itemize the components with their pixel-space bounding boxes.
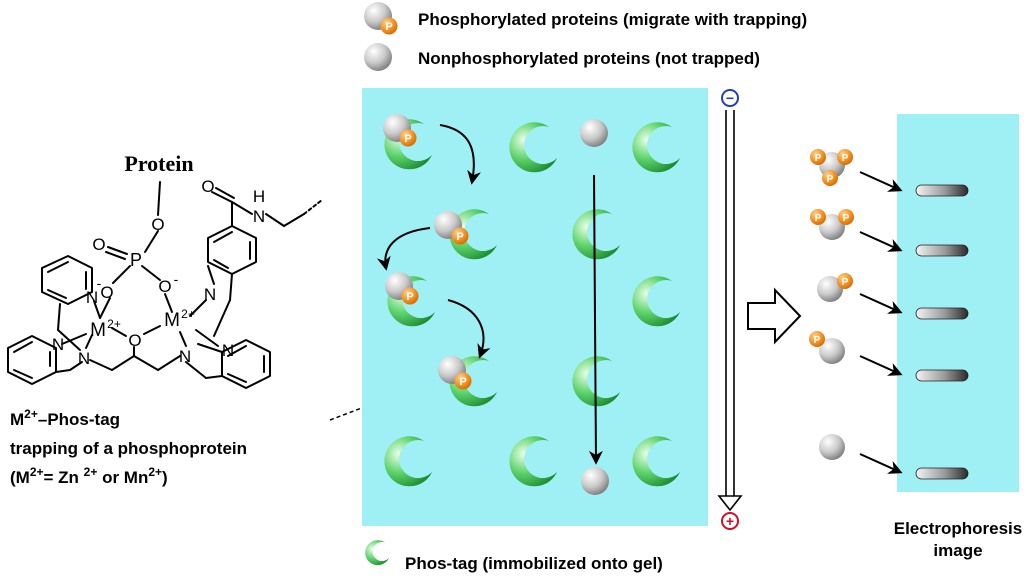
atom-nitrogen-pyridine-2: N <box>52 335 64 354</box>
result-pointer-arrows <box>859 171 903 474</box>
legend-phos-tag-icon <box>365 540 389 566</box>
double-phosphoprotein: P P <box>810 209 854 240</box>
svg-text:P: P <box>406 291 413 303</box>
phosphoprotein: P <box>385 272 419 305</box>
atom-oxygen-anion-right: O <box>158 277 171 296</box>
atom-nitrogen-amide: N <box>253 207 265 226</box>
phosphate-label: P <box>385 21 392 33</box>
svg-text:P: P <box>842 277 849 288</box>
atom-nitrogen-pyridine-3: N <box>204 285 216 304</box>
band <box>915 467 969 480</box>
phosphoprotein: P <box>383 114 417 147</box>
triple-phosphoprotein: P P P <box>810 149 853 186</box>
svg-text:P: P <box>404 133 411 145</box>
protein-label: Protein <box>124 151 193 176</box>
atom-nitrogen-pyridine-4: N <box>222 341 234 360</box>
metal-charge-left: 2+ <box>107 317 121 331</box>
structure-atom-labels: Protein O O P O - O - N M 2+ M 2+ O N N … <box>52 151 265 368</box>
legend-phos-tag-label: Phos-tag (immobilized onto gel) <box>405 554 663 573</box>
legend-nonphosphorylated-label: Nonphosphorylated proteins (not trapped) <box>418 49 760 68</box>
result-bands <box>915 184 969 480</box>
phos-tag-structure <box>7 181 323 389</box>
atom-metal-right: M <box>164 310 180 331</box>
gel-panel <box>362 88 708 526</box>
svg-text:P: P <box>815 213 822 224</box>
result-gel-panel <box>897 114 1019 492</box>
nonphosphoprotein-end <box>581 467 609 495</box>
caption-line-3: (M2+= Zn 2+ or Mn2+) <box>10 465 168 487</box>
trapping-arrows <box>376 124 491 359</box>
svg-text:P: P <box>842 153 849 164</box>
band <box>915 184 969 197</box>
atom-oxygen-amide: O <box>201 177 214 196</box>
atom-oxygen-anion-left: O <box>100 283 113 302</box>
legend: P Phosphorylated proteins (migrate with … <box>364 2 807 573</box>
result-label-line-2: image <box>933 541 982 560</box>
phosphoprotein: P <box>438 356 472 390</box>
negative-electrode-icon <box>721 89 739 107</box>
nonphosphoprotein-start <box>580 119 608 147</box>
band <box>915 369 969 382</box>
gel-nonphosphoproteins <box>580 119 609 495</box>
atom-oxygen-double: O <box>92 235 105 254</box>
legend-nonphosphorylated-protein-icon <box>364 43 392 71</box>
charge-minus-left: - <box>97 275 102 291</box>
charge-minus-right: - <box>174 271 179 287</box>
svg-text:P: P <box>456 231 463 243</box>
svg-text:P: P <box>814 335 821 346</box>
atom-nitrogen-pyridine-1: N <box>86 288 98 307</box>
atom-metal-left: M <box>90 320 106 341</box>
result-nonphosphoprotein <box>819 434 845 460</box>
legend-phosphorylated-protein-icon: P <box>364 2 398 35</box>
band <box>915 244 969 257</box>
metal-charge-right: 2+ <box>181 307 195 321</box>
caption-line-1: M2+–Phos-tag <box>10 407 120 429</box>
atom-nitrogen-amine-left: N <box>78 349 90 368</box>
atom-hydrogen-amide: H <box>253 187 265 206</box>
positive-electrode-icon <box>721 512 739 530</box>
svg-text:P: P <box>459 376 466 388</box>
atom-phosphorus: P <box>130 250 142 270</box>
gel-phosphoproteins: P P P P <box>383 114 472 390</box>
legend-phosphorylated-label: Phosphorylated proteins (migrate with tr… <box>418 10 807 29</box>
svg-text:P: P <box>843 213 850 224</box>
result-label-line-1: Electrophoresis <box>894 519 1023 538</box>
phosphoprotein: P <box>434 211 469 245</box>
electrophoresis-direction: − + <box>717 89 743 530</box>
svg-text:P: P <box>815 153 822 164</box>
structure-caption: M2+–Phos-tag trapping of a phosphoprotei… <box>10 407 247 487</box>
atom-oxygen-bridge: O <box>128 331 141 350</box>
positive-electrode-label: + <box>726 513 734 529</box>
atom-oxygen-ester: O <box>151 215 164 234</box>
single-phosphoprotein-a: P <box>817 273 853 302</box>
result-arrow-icon <box>747 287 802 345</box>
svg-text:P: P <box>827 174 834 185</box>
atom-nitrogen-amine-right: N <box>179 347 191 366</box>
caption-line-2: trapping of a phosphoprotein <box>10 439 247 458</box>
band <box>915 307 969 320</box>
nonphospho-migration-arrow <box>588 174 603 465</box>
single-phosphoprotein-b: P <box>809 331 845 364</box>
negative-electrode-label: − <box>726 90 734 106</box>
